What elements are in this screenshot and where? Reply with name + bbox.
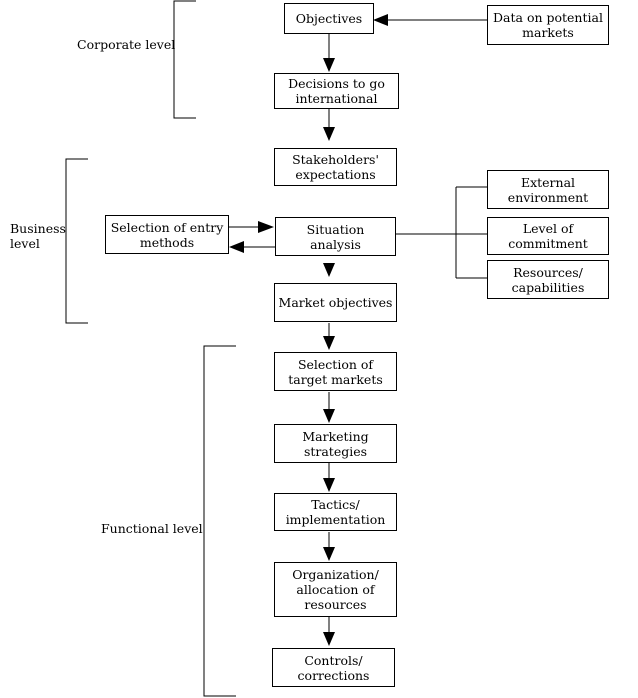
arrowhead-data-to-objectives: [373, 14, 388, 26]
selection-of-entry-methods-box: Selection of entry methods: [105, 215, 229, 254]
organization-allocation-of-resources-box: Organization/ allocation of resources: [274, 562, 397, 617]
market-objectives-box: Market objectives: [274, 283, 397, 322]
business-level-label: Business level: [10, 221, 66, 251]
arrowhead-7: [323, 547, 335, 561]
marketing-strategies-box: Marketing strategies: [274, 424, 397, 463]
level-of-commitment-box: Level of commitment: [487, 217, 609, 255]
arrowhead-5: [323, 409, 335, 423]
objectives-box: Objectives: [284, 3, 374, 34]
functional-level-label: Functional level: [101, 521, 203, 536]
controls-corrections-box: Controls/ corrections: [272, 648, 395, 687]
tactics-implementation-box: Tactics/ implementation: [274, 493, 397, 531]
arrowhead-3: [323, 263, 335, 277]
arrowhead-2: [323, 127, 335, 141]
functional-bracket: [203, 345, 236, 697]
arrowhead-8: [323, 632, 335, 646]
business-bracket: [65, 158, 88, 324]
corporate-level-label: Corporate level: [77, 37, 176, 52]
selection-of-target-markets-box: Selection of target markets: [274, 352, 397, 391]
stakeholders-expectations-box: Stakeholders' expectations: [274, 148, 397, 186]
external-environment-box: External environment: [487, 170, 609, 209]
decisions-to-go-international-box: Decisions to go international: [274, 73, 399, 109]
data-on-potential-markets-box: Data on potential markets: [487, 5, 609, 45]
arrowhead-6: [323, 478, 335, 492]
arrowhead-4: [323, 336, 335, 350]
corporate-bracket: [173, 0, 196, 119]
resources-capabilities-box: Resources/ capabilities: [487, 260, 609, 299]
arrowhead-situation-to-entry: [229, 241, 244, 253]
situation-analysis-box: Situation analysis: [275, 217, 396, 256]
arrowhead-entry-to-situation: [258, 221, 274, 233]
arrowhead-1: [323, 58, 335, 72]
